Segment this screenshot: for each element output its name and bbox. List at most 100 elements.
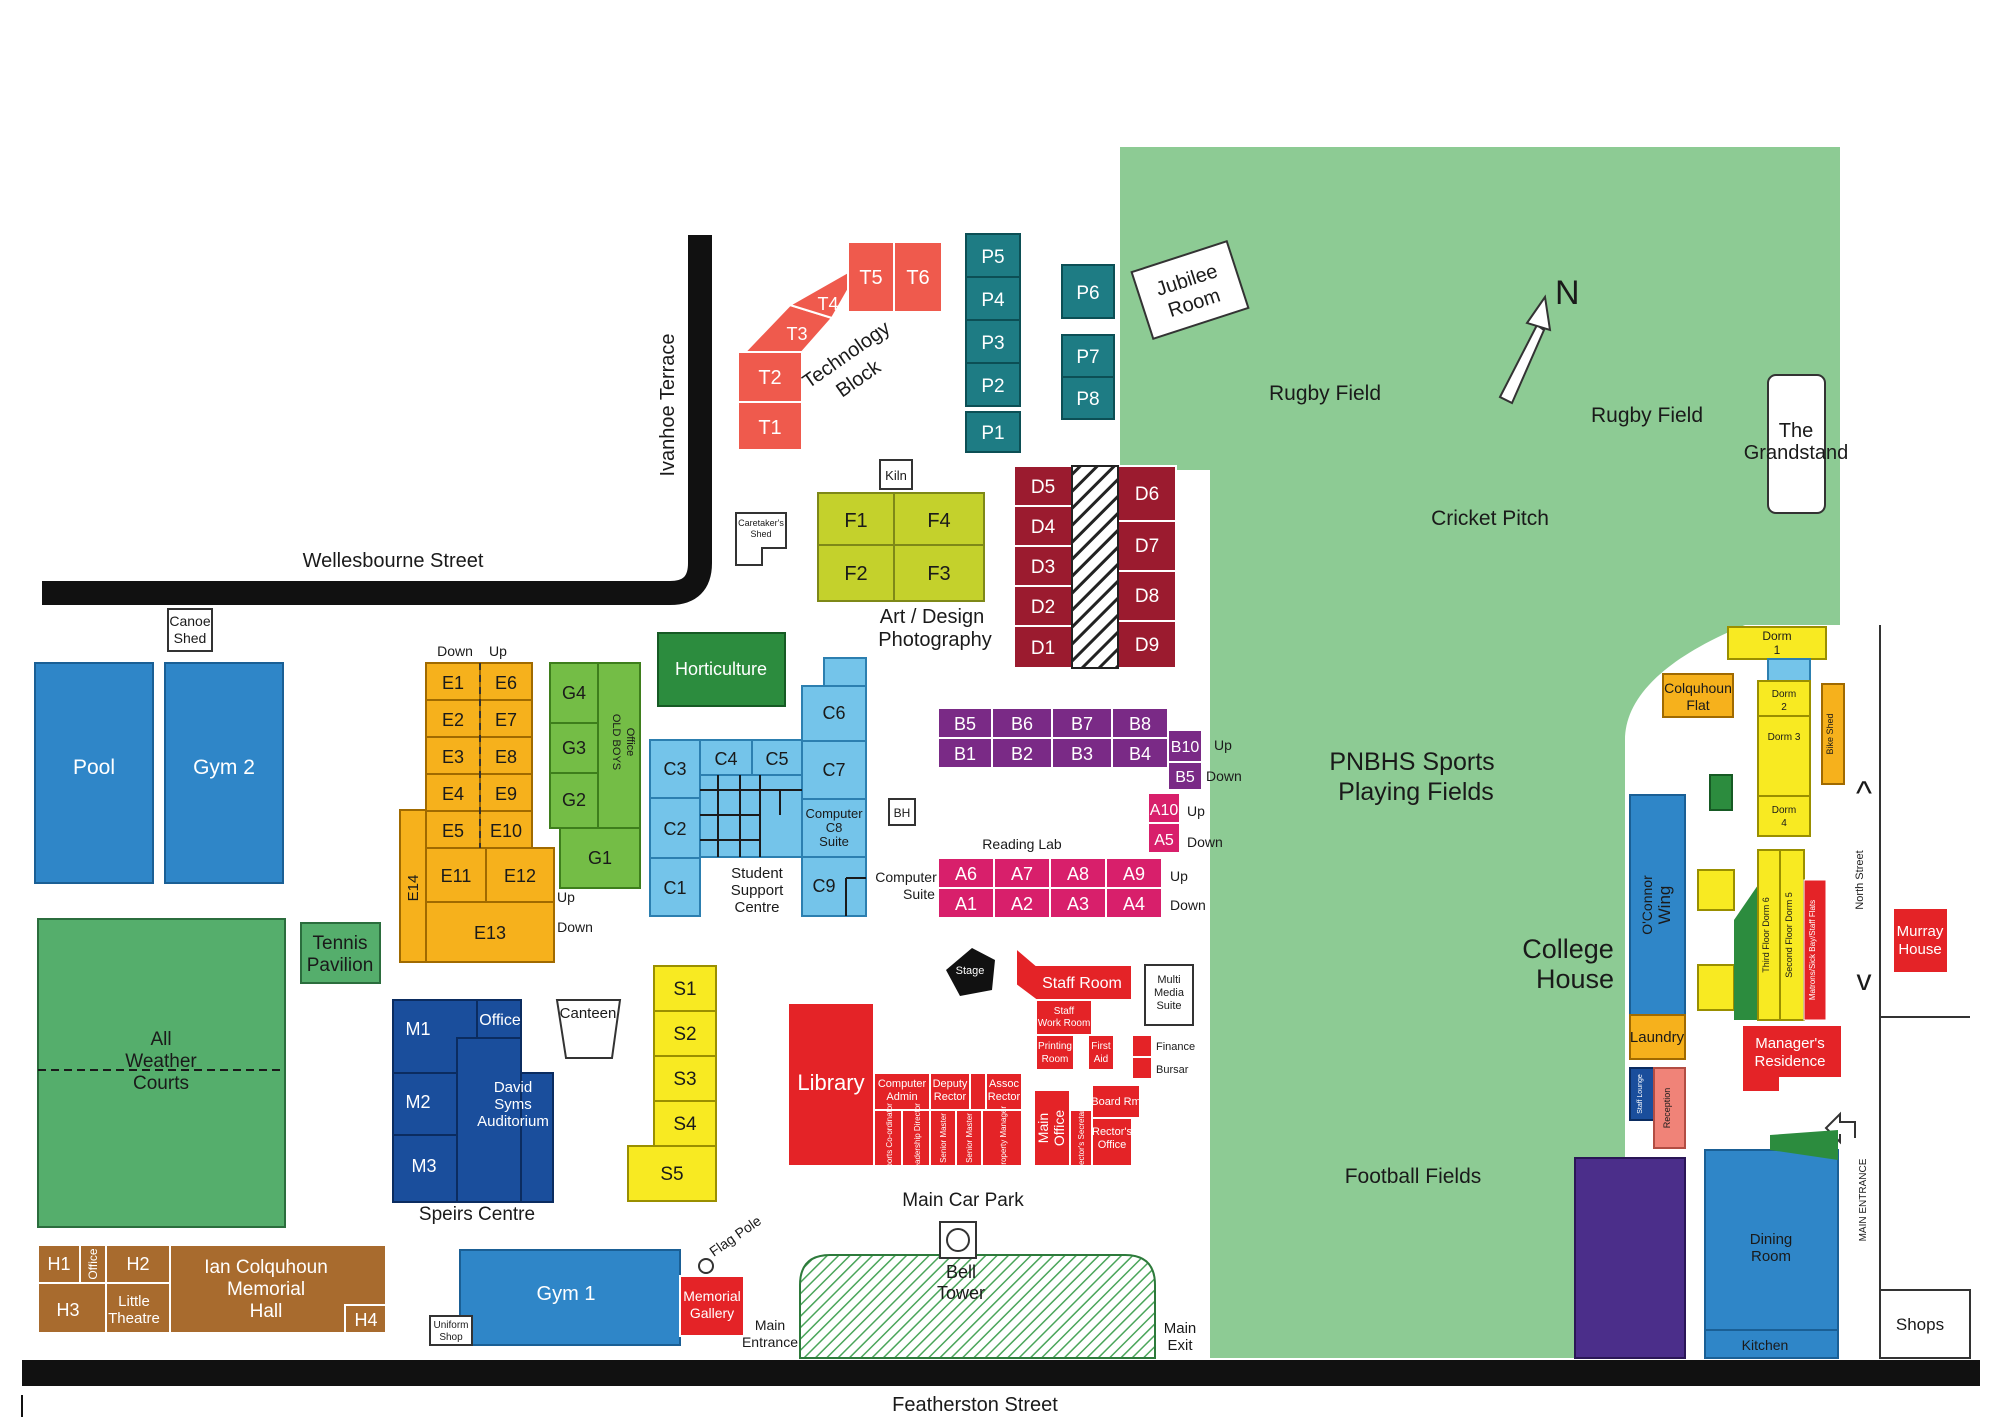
finance-office[interactable] bbox=[1131, 1034, 1153, 1058]
dorm-4[interactable] bbox=[1757, 795, 1811, 837]
stage[interactable] bbox=[946, 948, 995, 996]
m-block-connector[interactable] bbox=[456, 1037, 522, 1203]
room-c9[interactable] bbox=[801, 856, 867, 917]
room-c3[interactable] bbox=[649, 739, 701, 799]
room-a2[interactable] bbox=[993, 887, 1051, 919]
colquhoun-flat[interactable] bbox=[1662, 673, 1734, 718]
main-office[interactable] bbox=[1033, 1089, 1071, 1167]
room-d1[interactable] bbox=[1013, 625, 1073, 669]
dorm-3[interactable] bbox=[1757, 715, 1811, 797]
room-d2[interactable] bbox=[1013, 585, 1073, 627]
room-h4[interactable] bbox=[344, 1304, 387, 1334]
matrons-block[interactable] bbox=[1803, 879, 1827, 1021]
room-c7[interactable] bbox=[801, 740, 867, 800]
computer-admin[interactable] bbox=[873, 1072, 931, 1111]
printing-room[interactable] bbox=[1035, 1034, 1075, 1071]
kitchen[interactable] bbox=[1704, 1329, 1839, 1359]
small-yellow-room-2[interactable] bbox=[1697, 964, 1735, 1011]
room-s1[interactable] bbox=[653, 965, 717, 1012]
room-t6[interactable] bbox=[893, 241, 943, 313]
jubilee-room[interactable]: Jubilee Room bbox=[1130, 240, 1250, 340]
uniform-shop[interactable] bbox=[429, 1315, 473, 1346]
canteen[interactable] bbox=[555, 999, 622, 1059]
dorm-block-small-room[interactable] bbox=[1767, 658, 1811, 682]
bursar-office[interactable] bbox=[1131, 1056, 1153, 1080]
room-e9[interactable] bbox=[479, 773, 533, 812]
old-boys-office[interactable] bbox=[597, 662, 641, 829]
dining-room[interactable] bbox=[1704, 1149, 1839, 1331]
bike-shed[interactable] bbox=[1821, 683, 1845, 785]
room-c6[interactable] bbox=[801, 685, 867, 742]
horticulture[interactable] bbox=[657, 632, 786, 707]
property-manager[interactable] bbox=[981, 1109, 1023, 1167]
little-theatre[interactable] bbox=[105, 1282, 171, 1334]
room-e13[interactable] bbox=[425, 901, 555, 963]
room-e14[interactable] bbox=[399, 809, 427, 963]
room-e7[interactable] bbox=[479, 699, 533, 738]
room-m2[interactable] bbox=[392, 1072, 458, 1136]
rectors-office[interactable] bbox=[1091, 1117, 1133, 1167]
room-a10[interactable] bbox=[1147, 792, 1181, 824]
room-p1[interactable] bbox=[965, 411, 1021, 453]
green-small-building[interactable] bbox=[1709, 774, 1733, 811]
room-a4[interactable] bbox=[1105, 887, 1163, 919]
room-b2[interactable] bbox=[991, 737, 1053, 769]
room-e1[interactable] bbox=[425, 662, 481, 701]
room-p3[interactable] bbox=[965, 319, 1021, 364]
room-s5[interactable] bbox=[627, 1145, 717, 1202]
room-t1[interactable] bbox=[737, 401, 803, 451]
board-room[interactable] bbox=[1091, 1084, 1141, 1119]
all-weather-courts[interactable] bbox=[37, 918, 286, 1228]
room-d3[interactable] bbox=[1013, 545, 1073, 587]
room-f3[interactable] bbox=[893, 544, 985, 602]
room-c4[interactable] bbox=[699, 739, 753, 776]
staff-room[interactable] bbox=[1015, 945, 1133, 1001]
room-e11[interactable] bbox=[425, 847, 487, 903]
room-a5[interactable] bbox=[1147, 822, 1181, 854]
bh-room[interactable] bbox=[888, 798, 916, 826]
dorm-2[interactable] bbox=[1757, 680, 1811, 717]
murray-house[interactable] bbox=[1892, 907, 1949, 974]
grandstand[interactable] bbox=[1767, 374, 1826, 514]
room-t2[interactable] bbox=[737, 351, 803, 403]
room-g3[interactable] bbox=[549, 722, 599, 774]
sports-field[interactable] bbox=[1120, 147, 1840, 1358]
small-yellow-room-1[interactable] bbox=[1697, 869, 1735, 911]
room-b5-upper[interactable] bbox=[1167, 761, 1203, 791]
room-t5[interactable] bbox=[847, 241, 895, 313]
main-car-park[interactable] bbox=[799, 1254, 1156, 1359]
room-p8[interactable] bbox=[1061, 376, 1115, 420]
memorial-gallery[interactable] bbox=[679, 1275, 745, 1337]
canoe-shed[interactable] bbox=[167, 608, 213, 652]
room-p7[interactable] bbox=[1061, 334, 1115, 378]
caretakers-shed[interactable] bbox=[735, 512, 787, 566]
staff-work-room[interactable] bbox=[1035, 999, 1093, 1036]
tennis-pavilion[interactable] bbox=[300, 922, 381, 984]
shops[interactable] bbox=[1879, 1289, 1971, 1359]
room-d8[interactable] bbox=[1117, 570, 1177, 622]
room-s3[interactable] bbox=[653, 1055, 717, 1102]
purple-building[interactable] bbox=[1574, 1157, 1686, 1359]
deputy-rector[interactable] bbox=[929, 1072, 971, 1111]
sports-coordinator[interactable] bbox=[873, 1109, 903, 1167]
room-s4[interactable] bbox=[653, 1100, 717, 1147]
room-g2[interactable] bbox=[549, 772, 599, 829]
gym-2[interactable] bbox=[164, 662, 284, 884]
staff-lounge[interactable] bbox=[1629, 1067, 1655, 1121]
room-p6[interactable] bbox=[1061, 264, 1115, 319]
room-f2[interactable] bbox=[817, 544, 895, 602]
pool[interactable] bbox=[34, 662, 154, 884]
room-b10[interactable] bbox=[1167, 729, 1203, 763]
laundry[interactable] bbox=[1629, 1014, 1686, 1060]
gym-1[interactable] bbox=[459, 1249, 681, 1346]
room-d6[interactable] bbox=[1117, 465, 1177, 522]
managers-residence[interactable] bbox=[1741, 1024, 1843, 1093]
second-floor-dorm[interactable] bbox=[1779, 849, 1805, 1021]
room-p2[interactable] bbox=[965, 362, 1021, 407]
room-s2[interactable] bbox=[653, 1010, 717, 1057]
oconnor-wing[interactable] bbox=[1629, 794, 1686, 1016]
first-aid[interactable] bbox=[1087, 1034, 1115, 1071]
admin-small-room[interactable] bbox=[969, 1072, 987, 1111]
room-m3[interactable] bbox=[392, 1134, 458, 1203]
room-g1[interactable] bbox=[559, 827, 641, 889]
